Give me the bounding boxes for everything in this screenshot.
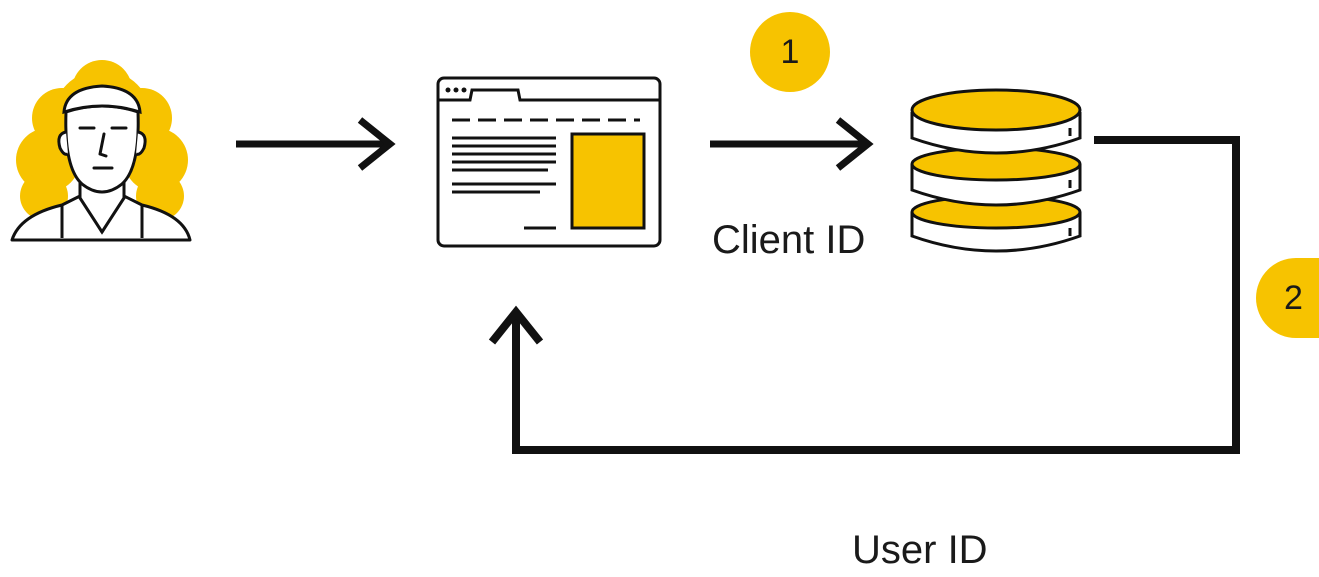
arrow-database-to-browser [488, 136, 1240, 454]
step-2-badge: 2 [1256, 258, 1319, 338]
arrow-browser-to-database [710, 117, 874, 171]
browser-window-icon [436, 76, 662, 248]
user-id-label: User ID [852, 528, 988, 572]
step-2-number: 2 [1284, 278, 1303, 317]
arrow-user-to-browser [236, 117, 396, 171]
step-1-number: 1 [780, 32, 800, 71]
client-id-label: Client ID [712, 218, 866, 262]
step-1-badge: 1 [750, 12, 830, 92]
user-avatar-icon [10, 60, 192, 242]
database-icon [910, 88, 1082, 253]
